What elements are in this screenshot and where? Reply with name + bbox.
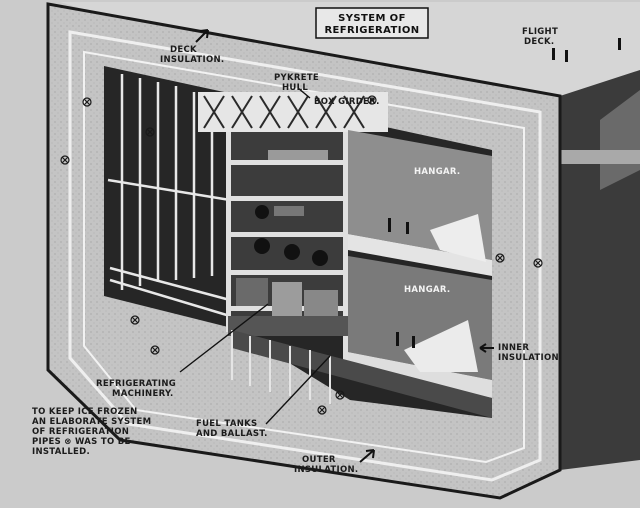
upper-hangar-aircraft <box>388 214 486 262</box>
upper-hangar-floor <box>348 234 492 276</box>
fuel-tanks-label-1: FUEL TANKS <box>196 419 257 429</box>
leader-lines <box>179 87 331 425</box>
fuel-tanks-label-2: AND BALLAST. <box>196 429 268 439</box>
title-line-2: REFRIGERATION <box>324 25 419 36</box>
pykrete-hull-label-2: HULL <box>282 83 308 93</box>
insulation-pipe-line <box>83 50 525 464</box>
note-line-4: PIPES ⊗ WAS TO BE <box>32 437 131 447</box>
flight-deck-surface <box>60 2 640 100</box>
flight-deck-label-1: FLIGHT <box>522 27 558 37</box>
side-band <box>560 150 640 164</box>
flight-deck-figures <box>552 38 621 62</box>
pykrete-hull-label-1: PYKRETE <box>274 73 319 83</box>
note-line-3: OF REFRIGERATION <box>32 427 129 437</box>
deck-insulation-label-2: INSULATION. <box>160 55 224 65</box>
box-girder-label: BOX GIRDER. <box>314 97 380 107</box>
inner-insulation-label-1: INNER <box>498 343 529 353</box>
title-line-1: SYSTEM OF <box>338 13 406 24</box>
outer-insulation-label-1: OUTER <box>302 455 336 465</box>
machinery-decks <box>226 132 348 368</box>
outer-insulation-band <box>68 30 542 482</box>
arrows <box>195 29 494 463</box>
pipe-symbols <box>60 95 543 415</box>
note-line-5: INSTALLED. <box>32 447 90 457</box>
lower-hangar-floor <box>348 352 492 398</box>
refrigeration-pipes <box>107 74 231 318</box>
outer-insulation-label-2: INSULATION. <box>294 465 358 475</box>
refrigerating-machinery-label-1: REFRIGERATING <box>96 379 176 389</box>
flight-deck-label-2: DECK. <box>524 37 554 47</box>
box-girder <box>198 92 388 132</box>
title-box <box>315 7 429 39</box>
lower-hangar-aircraft <box>396 320 478 372</box>
inner-insulation-label-2: INSULATION. <box>498 353 562 363</box>
ice-face <box>600 90 640 190</box>
upper-hangar-label: HANGAR. <box>414 167 460 177</box>
refrigerating-machinery-label-2: MACHINERY. <box>112 389 174 399</box>
note-line-1: TO KEEP ICE FROZEN <box>32 407 138 417</box>
note-line-2: AN ELABORATE SYSTEM <box>32 417 151 427</box>
fuel-tanks-ballast <box>231 330 492 418</box>
box-girder-truss <box>203 95 365 129</box>
deck-insulation-label-1: DECK <box>170 45 197 55</box>
lower-hangar-label: HANGAR. <box>404 285 450 295</box>
